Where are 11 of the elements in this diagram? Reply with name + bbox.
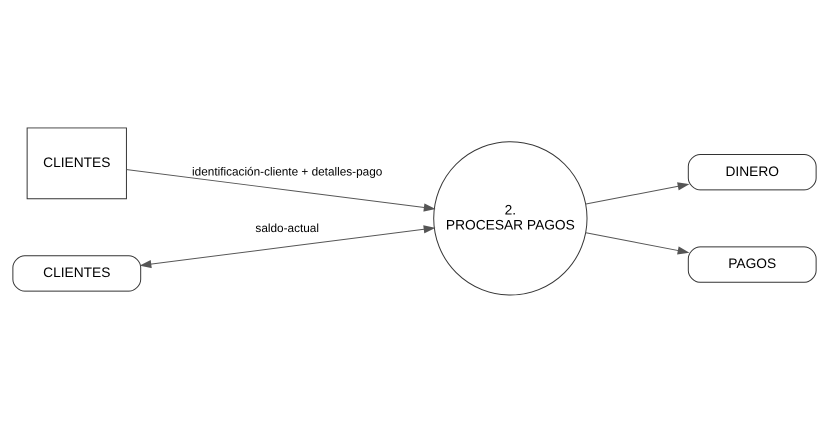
arrow xyxy=(140,225,436,268)
arrow xyxy=(585,182,690,205)
arrow xyxy=(585,232,690,255)
arrow xyxy=(126,169,436,212)
node-circle: 2. PROCESAR PAGOS xyxy=(433,141,588,296)
edge-label: saldo-actual xyxy=(255,222,319,235)
edge-label: identificación-cliente + detalles-pago xyxy=(192,166,382,179)
node-box: PAGOS xyxy=(688,246,817,283)
node-box: DINERO xyxy=(688,154,817,190)
node-box: CLIENTES xyxy=(12,255,142,292)
node-box: CLIENTES xyxy=(26,127,127,200)
